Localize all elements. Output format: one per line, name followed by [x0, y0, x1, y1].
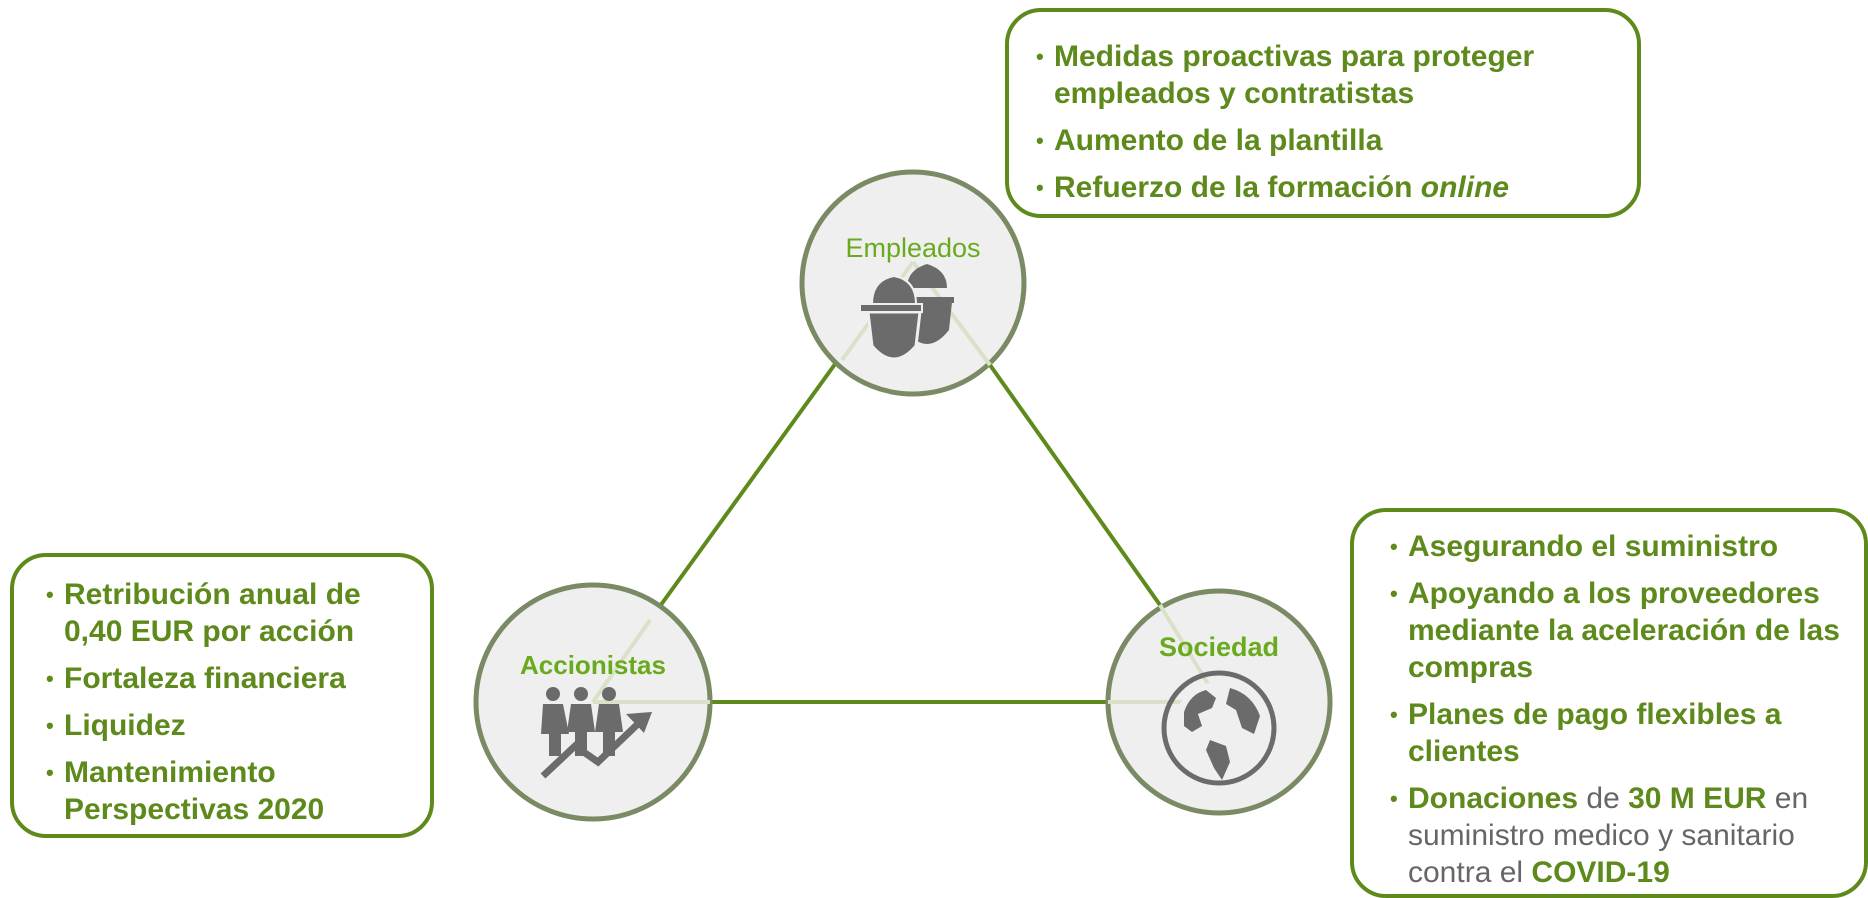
accionistas-item: Liquidez	[46, 707, 414, 744]
node-label-empleados: Empleados	[845, 233, 981, 263]
sociedad-item: Apoyando a los proveedores mediante la a…	[1390, 575, 1844, 686]
hard-hats-icon	[859, 264, 954, 361]
sociedad-box: Asegurando el suministro Apoyando a los …	[1350, 508, 1868, 898]
edge-empleados-accionistas	[648, 358, 840, 622]
sociedad-item: Asegurando el suministro	[1390, 528, 1844, 565]
sociedad-list: Asegurando el suministro Apoyando a los …	[1390, 528, 1844, 891]
edge-empleados-sociedad	[988, 363, 1162, 607]
accionistas-box: Retribución anual de 0,40 EUR por acción…	[10, 553, 434, 838]
accionistas-list: Retribución anual de 0,40 EUR por acción…	[46, 576, 414, 828]
empleados-item: Medidas proactivas para proteger emplead…	[1036, 38, 1617, 112]
empleados-list: Medidas proactivas para proteger emplead…	[1036, 38, 1617, 206]
globe-icon	[1161, 670, 1277, 786]
node-accionistas	[473, 582, 713, 822]
empleados-box: Medidas proactivas para proteger emplead…	[1005, 8, 1641, 218]
sociedad-item: Donaciones de 30 M EUR en suministro med…	[1390, 780, 1844, 891]
empleados-item: Refuerzo de la formación online	[1036, 169, 1617, 206]
accionistas-item: Mantenimiento Perspectivas 2020	[46, 754, 414, 828]
accionistas-item: Retribución anual de 0,40 EUR por acción	[46, 576, 414, 650]
node-label-accionistas: Accionistas	[520, 650, 666, 680]
people-growth-arrow-icon	[540, 687, 652, 779]
sociedad-item: Planes de pago flexibles a clientes	[1390, 696, 1844, 770]
accionistas-item: Fortaleza financiera	[46, 660, 414, 697]
node-label-sociedad: Sociedad	[1158, 632, 1280, 662]
empleados-item: Aumento de la plantilla	[1036, 122, 1617, 159]
